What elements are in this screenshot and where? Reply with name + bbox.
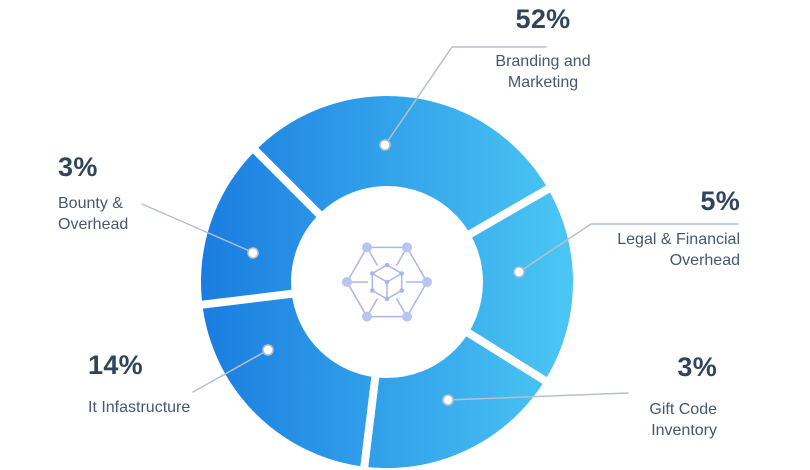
leader-lines — [141, 46, 739, 401]
percent-gift: 3% — [677, 352, 717, 382]
segment-separator — [248, 143, 327, 222]
leader-line-legal — [518, 223, 739, 273]
segment-separator — [195, 289, 299, 310]
segment-separator — [462, 182, 556, 241]
label-branding: Branding and Marketing — [495, 53, 591, 92]
percent-it: 14% — [88, 350, 143, 380]
label-it: It Infastructure — [88, 399, 191, 417]
callout-branding: 52% Branding and Marketing — [462, 4, 624, 93]
anchor-dots — [247, 139, 525, 406]
callout-legal: 5% Legal & Financial Overhead — [588, 186, 740, 271]
callout-bounty: 3% Bounty & Overhead — [58, 152, 170, 235]
label-bounty: Bounty & Overhead — [58, 195, 129, 234]
anchor-dot-branding — [379, 139, 391, 151]
anchor-dot-bounty — [247, 247, 259, 259]
anchor-dot-gift — [442, 394, 454, 406]
percent-bounty: 3% — [58, 152, 98, 182]
icon-cube-nodes — [370, 262, 405, 302]
leader-line-branding — [384, 46, 547, 146]
label-gift: Gift Code Inventory — [649, 401, 717, 440]
anchor-dot-legal — [513, 266, 525, 278]
anchor-dot-it — [262, 344, 274, 356]
leader-line-gift — [447, 392, 629, 401]
segment-separator — [461, 326, 552, 388]
callout-gift: 3% Gift Code Inventory — [591, 352, 717, 441]
leader-line-bounty — [141, 203, 253, 253]
segment-separators — [195, 143, 556, 470]
callout-it: 14% It Infastructure — [88, 350, 288, 418]
leader-line-it — [192, 349, 269, 393]
segment-separator — [359, 370, 380, 470]
label-legal: Legal & Financial Overhead — [617, 231, 740, 270]
percent-legal: 5% — [700, 186, 740, 216]
percent-branding: 52% — [515, 4, 571, 34]
blockchain-network-icon — [342, 242, 432, 322]
icon-outer-nodes — [342, 242, 432, 322]
